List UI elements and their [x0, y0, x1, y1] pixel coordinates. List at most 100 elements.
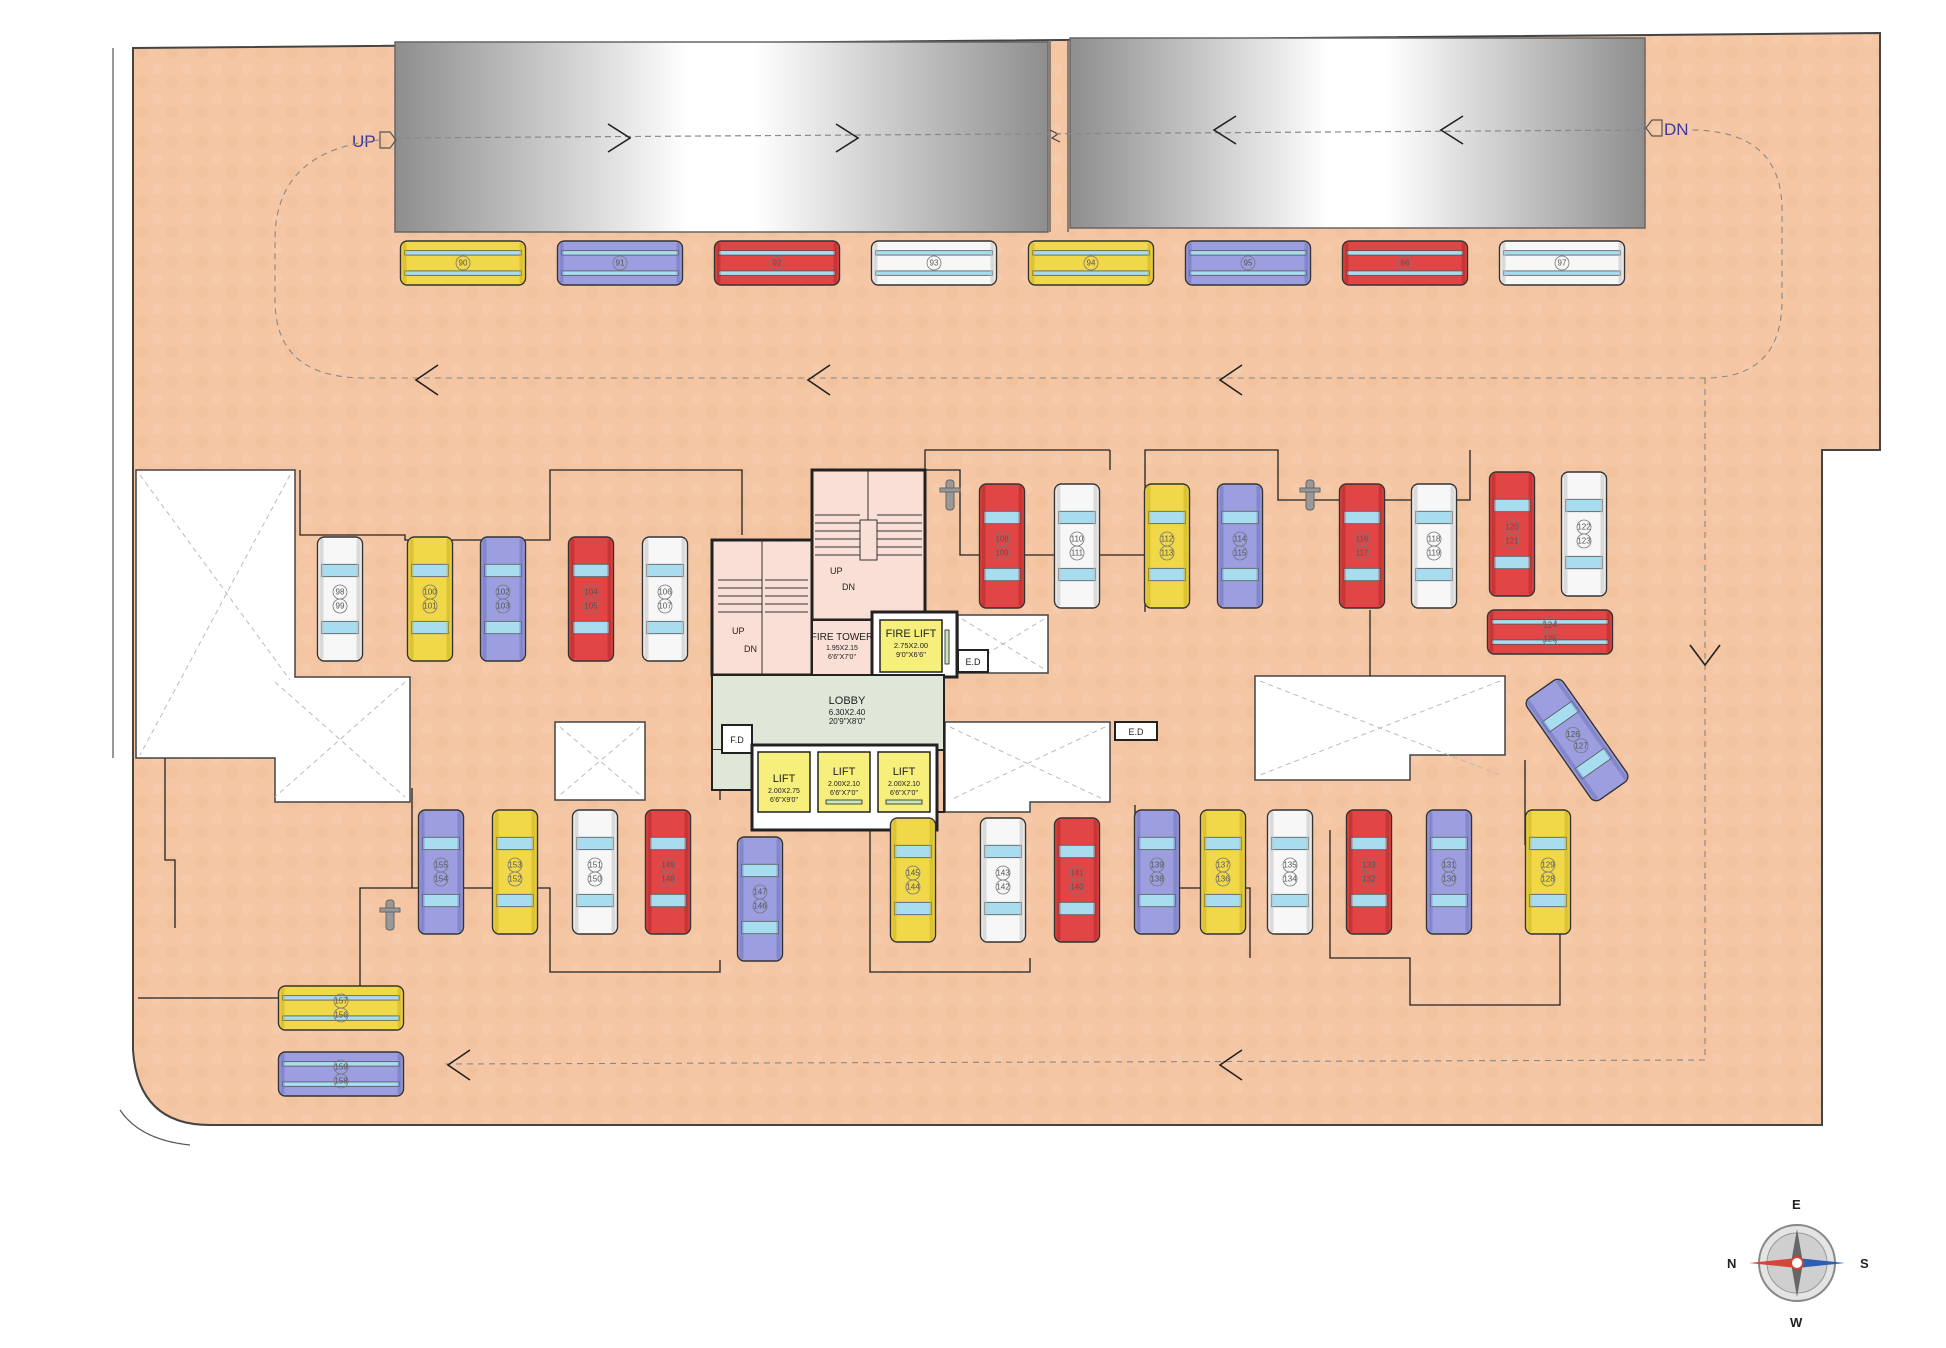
parked-car — [556, 240, 684, 286]
spot-number-label: 136 — [1216, 875, 1230, 884]
spot-number-label: 142 — [996, 883, 1010, 892]
compass-south-label: S — [1860, 1256, 1869, 1271]
spot-number-badge — [1565, 726, 1581, 742]
left-void-cutout — [135, 469, 411, 803]
fire-tower-dim-imperial: 6'6"X7'0" — [828, 654, 856, 661]
spot-number-label: 138 — [1150, 875, 1164, 884]
spot-number-badge — [433, 871, 449, 887]
compass-north-label: N — [1727, 1256, 1736, 1271]
spot-number-badge — [752, 898, 768, 914]
ed-room-upper — [957, 649, 989, 673]
spot-number-badge — [1426, 545, 1442, 561]
spot-number-label: 121 — [1505, 537, 1519, 546]
centre-void-cutout — [944, 721, 1111, 813]
spot-number-label: 126 — [1566, 730, 1580, 739]
lobby-label: LOBBY — [829, 695, 866, 707]
fd-room — [721, 724, 753, 754]
spot-number-badge — [1159, 545, 1175, 561]
spot-number-label: 139 — [1150, 861, 1164, 870]
fire-lift-label: FIRE LIFT — [886, 628, 937, 640]
fd-label: F.D — [730, 735, 744, 745]
driveway-arrows — [414, 364, 1721, 1081]
spot-number-label: 113 — [1161, 549, 1174, 558]
lobby-dim-imperial: 20'9"X8'0" — [829, 717, 865, 726]
spot-number-label: 117 — [1356, 549, 1369, 558]
spot-number-badge — [422, 598, 438, 614]
ramp-up-arrow-icon — [379, 131, 397, 149]
parked-car — [870, 240, 998, 286]
spot-number-badge — [1215, 871, 1231, 887]
spot-number-badge — [926, 255, 942, 271]
parked-car — [1498, 240, 1626, 286]
spot-number-badge — [507, 871, 523, 887]
fire-lift-car — [879, 619, 943, 673]
spot-number-label: 143 — [996, 869, 1010, 878]
spot-number-label: 107 — [658, 602, 672, 611]
spot-number-badge — [495, 598, 511, 614]
ramp-down-arrow-icon — [1645, 119, 1663, 137]
spot-number-label: 131 — [1442, 861, 1456, 870]
spot-number-label: 116 — [1356, 535, 1369, 544]
parked-car — [1184, 240, 1312, 286]
spot-number-badge — [1282, 871, 1298, 887]
spot-number-badge — [1504, 533, 1520, 549]
spot-number-badge — [994, 545, 1010, 561]
spot-number-label: 101 — [423, 602, 437, 611]
spot-number-badge — [1354, 545, 1370, 561]
spot-number-label: 157 — [334, 997, 348, 1006]
spot-number-badge — [1069, 879, 1085, 895]
lift-1-dim-imperial: 6'6"X9'0" — [770, 797, 798, 804]
spot-number-label: 133 — [1362, 861, 1376, 870]
ramp-down-label: DN — [1664, 120, 1689, 139]
side-void-cutout — [554, 721, 646, 801]
spot-number-label: 153 — [508, 861, 522, 870]
spot-number-badge — [905, 879, 921, 895]
spot-number-badge — [769, 255, 785, 271]
spot-number-label: 108 — [995, 535, 1009, 544]
spot-number-label: 118 — [1428, 535, 1441, 544]
vehicle-ramp — [394, 37, 1646, 233]
site-boundary — [112, 48, 191, 1146]
fire-tower-dim-metric: 1.95X2.15 — [826, 645, 858, 652]
spot-number-label: 144 — [906, 883, 920, 892]
spot-number-label: 140 — [1070, 883, 1084, 892]
spot-number-badge — [583, 598, 599, 614]
spot-number-label: 94 — [1087, 259, 1096, 268]
fire-tower-stair-dn-label: DN — [842, 582, 855, 592]
spot-number-badge — [1069, 545, 1085, 561]
spot-number-label: 96 — [1401, 259, 1410, 268]
ed-label-upper: E.D — [965, 657, 981, 667]
spot-number-badge — [1240, 255, 1256, 271]
spot-number-label: 132 — [1362, 875, 1376, 884]
spot-number-label: 109 — [995, 549, 1009, 558]
lift-3-dim-metric: 2.00X2.10 — [888, 781, 920, 788]
spot-number-badge — [1083, 255, 1099, 271]
parked-car — [1027, 240, 1155, 286]
spot-number-label: 122 — [1577, 523, 1591, 532]
spot-number-label: 152 — [508, 875, 522, 884]
spot-number-badge — [455, 255, 471, 271]
spot-number-label: 147 — [753, 888, 767, 897]
compass-west-label: W — [1790, 1315, 1803, 1330]
lift-2-dim-imperial: 6'6"X7'0" — [830, 790, 858, 797]
building-core: UP DN UP DN FIRE TOWER 1.95X2.15 6'6"X7'… — [710, 468, 1158, 832]
spot-number-label: 128 — [1541, 875, 1555, 884]
spot-number-label: 135 — [1283, 861, 1297, 870]
parked-car — [1341, 240, 1469, 286]
spot-number-badge — [1149, 871, 1165, 887]
spot-number-label: 155 — [434, 861, 448, 870]
spot-number-label: 93 — [930, 259, 939, 268]
spot-number-label: 112 — [1161, 535, 1174, 544]
spot-number-label: 98 — [336, 588, 345, 597]
fire-tower-stair-up-label: UP — [830, 566, 843, 576]
driveway-path — [274, 129, 1783, 1065]
lift-2-label: LIFT — [833, 766, 856, 778]
spot-number-label: 137 — [1216, 861, 1230, 870]
spot-number-label: 91 — [616, 259, 625, 268]
lift-1-label: LIFT — [773, 773, 796, 785]
left-stair-up-label: UP — [732, 626, 745, 636]
spot-number-label: 97 — [1558, 259, 1567, 268]
two-wheeler-icon — [379, 479, 1321, 931]
lift-3-dim-imperial: 6'6"X7'0" — [890, 790, 918, 797]
